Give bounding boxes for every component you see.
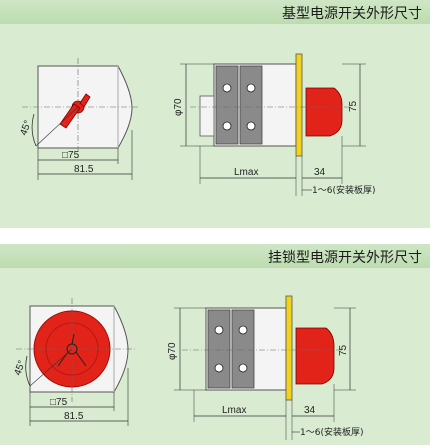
basic-switch-drawing: 45° □75 81.5 φ70 75 <box>18 53 375 196</box>
angle-label: 45° <box>18 119 34 137</box>
lmax-label: Lmax <box>234 167 258 178</box>
section-header: 挂锁型电源开关外形尺寸 <box>0 244 430 268</box>
padlock-switch-drawing: 45° □75 81.5 φ70 75 Lmax 34 <box>12 295 363 440</box>
diameter-label: φ70 <box>173 98 184 116</box>
front-view: 45° □75 81.5 <box>12 298 136 426</box>
front-view: 45° □75 81.5 <box>18 58 140 180</box>
width-dim-label: 81.5 <box>74 164 94 175</box>
rotary-handle <box>57 333 87 367</box>
section-header: 基型电源开关外形尺寸 <box>0 0 430 24</box>
height-label: 75 <box>338 344 349 356</box>
mounting-plate <box>295 53 303 157</box>
height-label: 75 <box>348 100 359 112</box>
width-dim-label: 81.5 <box>64 411 84 422</box>
diameter-label: φ70 <box>167 342 178 360</box>
terminal-block-right <box>231 309 255 389</box>
plate-thickness-label: 1～6(安装板厚) <box>300 426 363 438</box>
terminal-foot <box>199 95 215 137</box>
angle-arc <box>25 355 31 387</box>
square-dim-label: □75 <box>50 397 68 408</box>
mounting-plate <box>285 295 293 401</box>
angle-ray <box>29 348 73 387</box>
side-handle <box>305 87 343 137</box>
angle-arc <box>31 113 37 147</box>
section-title: 基型电源开关外形尺寸 <box>282 6 422 22</box>
depth-label: 34 <box>314 167 326 178</box>
lmax-label: Lmax <box>222 405 246 416</box>
side-view: φ70 75 Lmax 34 1～6(安装板厚) <box>173 53 375 196</box>
section-title: 挂锁型电源开关外形尺寸 <box>268 250 422 266</box>
terminal-block-right <box>239 65 263 145</box>
angle-ray <box>35 106 79 147</box>
terminal-screws <box>214 325 248 373</box>
terminal-block-left <box>207 309 231 389</box>
side-handle <box>295 327 335 385</box>
square-dim-label: □75 <box>62 150 80 161</box>
side-view: φ70 75 Lmax 34 1～6(安装板厚) <box>167 295 363 440</box>
terminal-block-left <box>215 65 239 145</box>
plate-thickness-label: 1～6(安装板厚) <box>312 184 375 196</box>
depth-label: 34 <box>304 405 316 416</box>
angle-label: 45° <box>12 359 28 377</box>
